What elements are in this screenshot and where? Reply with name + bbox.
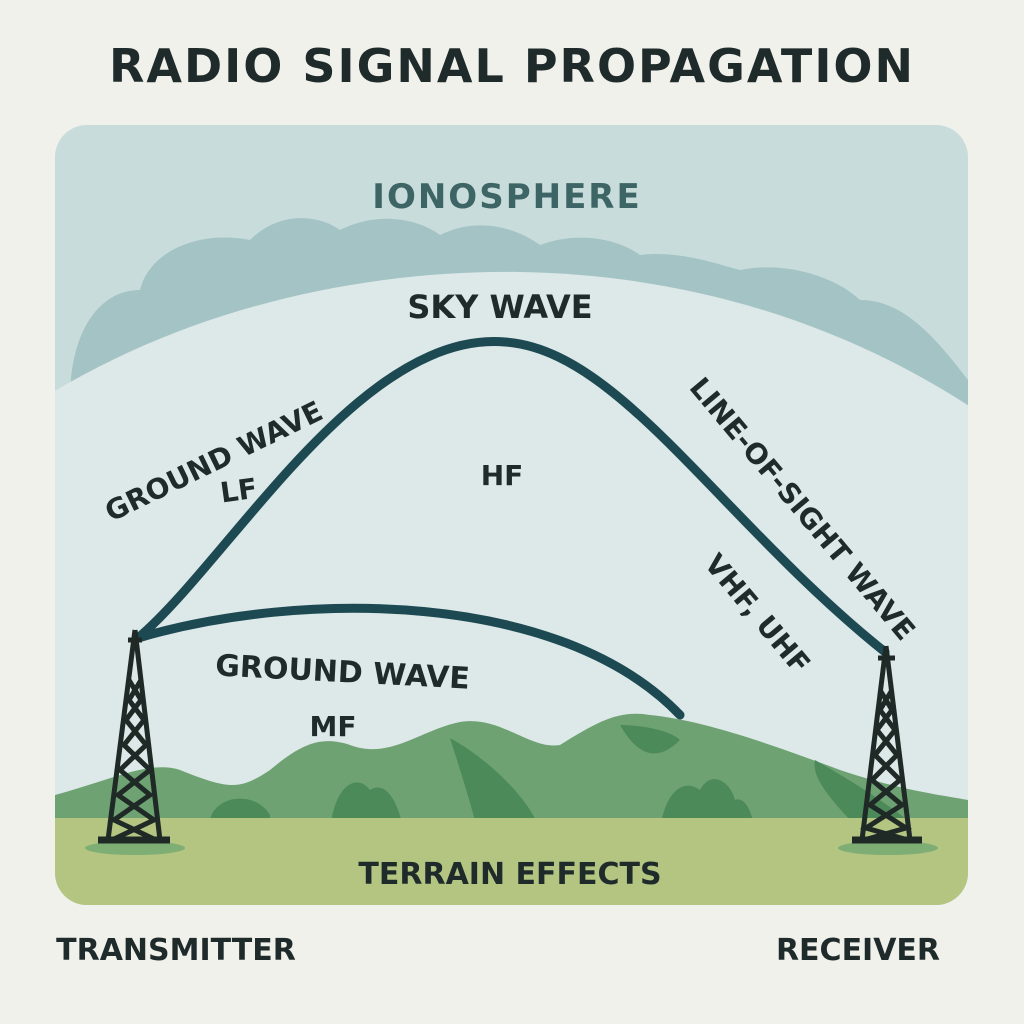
diagram-title: RADIO SIGNAL PROPAGATION <box>109 39 915 93</box>
receiver-label: RECEIVER <box>776 933 940 968</box>
ionosphere-label: IONOSPHERE <box>372 177 641 217</box>
transmitter-label: TRANSMITTER <box>56 933 296 968</box>
lf-label: LF <box>218 472 259 510</box>
sky-wave-label: SKY WAVE <box>407 288 592 326</box>
diagram-panel <box>55 125 968 905</box>
ground <box>55 818 968 905</box>
terrain-effects-label: TERRAIN EFFECTS <box>358 857 661 892</box>
transmitter-tower-icon <box>85 629 185 855</box>
sky-wave-path <box>133 337 890 657</box>
hf-label: HF <box>481 459 524 492</box>
receiver-tower-icon <box>838 645 938 855</box>
mf-label: MF <box>310 710 357 743</box>
ground-wave-path <box>133 603 685 720</box>
